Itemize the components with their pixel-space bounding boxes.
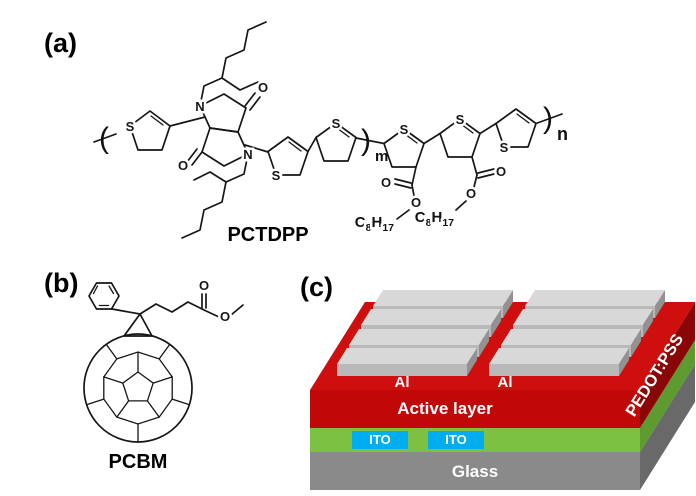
sulfur-atom-label: S	[456, 112, 465, 127]
polymer-name: PCTDPP	[227, 224, 308, 246]
repeat-subscript-n: n	[557, 124, 568, 144]
octyl-chain-label: C8H17	[415, 209, 454, 229]
panel-c-label: (c)	[300, 272, 333, 302]
al-bar-side-face	[467, 348, 477, 376]
al-electrode-bar	[489, 348, 629, 376]
sulfur-atom-label: S	[400, 122, 409, 137]
al-electrode-bar	[337, 348, 477, 376]
repeat-subscript-m: m	[375, 148, 388, 165]
oxygen-atom-label: O	[258, 80, 268, 95]
oxygen-atom-label: O	[466, 186, 476, 201]
al-bar-front-face	[337, 364, 467, 376]
al-bar-top-face	[349, 329, 489, 345]
active-layer-front-face	[310, 390, 640, 428]
al-bar-top-face	[513, 309, 653, 325]
al-bar-top-face	[501, 329, 641, 345]
sulfur-atom-label: S	[272, 168, 281, 183]
sulfur-atom-label: S	[332, 116, 341, 131]
glass-side-face	[640, 364, 695, 490]
al-bar-top-face	[489, 348, 629, 364]
oxygen-atom-label: O	[220, 309, 230, 324]
close-bracket-n: )	[543, 102, 553, 135]
al-bar-side-face	[491, 309, 501, 337]
pcbm-bonds	[83, 282, 244, 443]
al-bar-top-face	[337, 348, 477, 364]
glass-label: Glass	[452, 462, 498, 481]
panel-a-label: (a)	[44, 28, 77, 58]
oxygen-atom-label: O	[496, 164, 506, 179]
al-bar-side-face	[643, 309, 653, 337]
al-bar-side-face	[631, 329, 641, 357]
al-bar-side-face	[619, 348, 629, 376]
oxygen-atom-label: O	[178, 158, 188, 173]
fullerene-name: PCBM	[109, 451, 168, 473]
al-bar-side-face	[655, 290, 665, 318]
al-electrode-label-left: Al	[395, 374, 410, 391]
ito-electrode-right	[428, 431, 484, 449]
close-bracket-m: )	[361, 124, 371, 157]
pctdpp-bonds	[93, 21, 563, 239]
panel-c: (c)	[300, 272, 695, 490]
sulfur-atom-label: S	[126, 119, 135, 134]
panel-b: (b)	[44, 268, 244, 473]
ito-label-right: ITO	[445, 432, 466, 447]
pedot-side-face	[640, 340, 695, 452]
al-bar-front-face	[489, 364, 619, 376]
al-bar-side-face	[479, 329, 489, 357]
open-bracket: (	[99, 122, 109, 155]
nitrogen-atom-label: N	[243, 147, 252, 162]
oxygen-atom-label: O	[199, 278, 209, 293]
octyl-chain-label: C8H17	[355, 214, 394, 234]
panel-a: (a)	[44, 21, 568, 246]
al-bar-top-face	[373, 290, 513, 306]
sulfur-atom-label: S	[500, 140, 509, 155]
al-bar-top-face	[525, 290, 665, 306]
nitrogen-atom-label: N	[195, 99, 204, 114]
ito-electrode-left	[352, 431, 408, 449]
active-layer-side-face	[640, 302, 695, 428]
al-electrode-label-right: Al	[498, 374, 513, 391]
ito-label-left: ITO	[369, 432, 390, 447]
oxygen-atom-label: O	[411, 195, 421, 210]
panel-b-label: (b)	[44, 268, 78, 298]
al-bar-side-face	[503, 290, 513, 318]
glass-front-face	[310, 452, 640, 490]
al-bar-top-face	[361, 309, 501, 325]
active-layer-label: Active layer	[397, 399, 493, 418]
oxygen-atom-label: O	[381, 175, 391, 190]
